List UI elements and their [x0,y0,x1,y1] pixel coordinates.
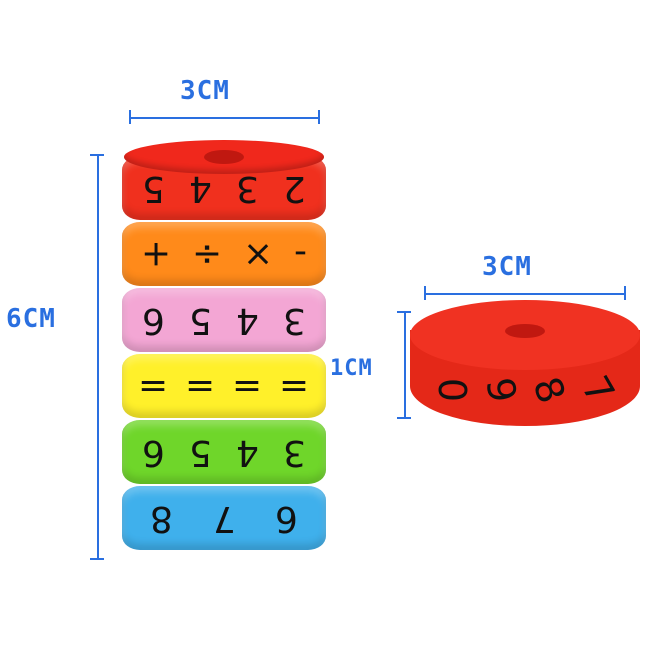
ring-symbol: - [294,233,308,275]
ring-symbol: 4 [236,299,259,341]
ring-symbol: = [138,365,169,407]
dim-cap [397,311,411,313]
ring-symbol: 5 [189,299,212,341]
ring-symbol: 3 [283,299,306,341]
ring-symbol: 8 [149,497,173,539]
disc-symbol: 0 [430,377,475,403]
dim-cap [90,154,104,156]
disc-width-line [425,293,625,295]
ring-symbol: 3 [283,431,306,473]
dim-cap [397,417,411,419]
dim-cap [129,110,131,124]
ring-symbol: 5 [142,167,165,209]
stack-height-line [97,155,99,560]
disc-height-line [404,312,406,418]
dim-cap [90,558,104,560]
disc-top [410,300,640,370]
ring-symbol: 4 [236,431,259,473]
ring: + ÷ ×- [122,222,326,286]
dim-cap [424,286,426,300]
stack-hole [204,150,244,164]
ring-symbol: 2 [283,167,306,209]
ring-symbol: 6 [142,431,165,473]
ring-symbol: × [243,233,274,275]
disc-height-label: 1CM [330,356,373,381]
ring-symbol: = [279,365,310,407]
ring-symbol: 6 [142,299,165,341]
disc-width-label: 3CM [482,252,532,282]
ring-symbol: 7 [212,497,236,539]
ring-symbol: = [232,365,263,407]
disc-hole [505,324,545,338]
ring-symbol: 6 [275,497,299,539]
stack-width-label: 3CM [180,76,230,106]
ring-symbol: ÷ [191,233,222,275]
stack-top [124,140,324,174]
dim-cap [624,286,626,300]
ring: = = = = [122,354,326,418]
disc-symbol: 9 [476,374,525,406]
ring-symbol: = [185,365,216,407]
disc-symbol: 7 [572,368,623,412]
ring-symbol: 5 [189,431,212,473]
stack-width-line [130,117,320,119]
dim-cap [318,110,320,124]
stack-height-label: 6CM [6,304,56,334]
disc-symbol: 8 [524,371,575,409]
ring-symbol: + [140,233,171,275]
